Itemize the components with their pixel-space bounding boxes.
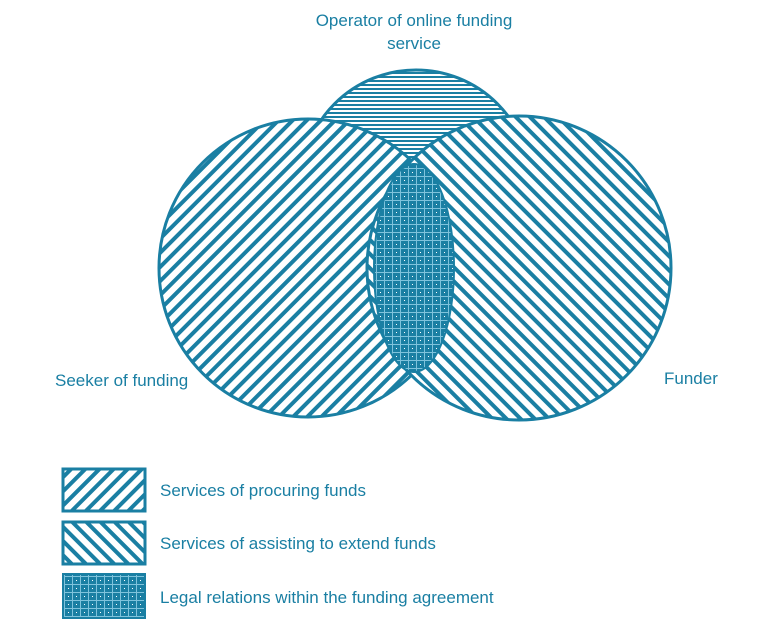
funder-label: Funder <box>664 369 718 388</box>
legend-label-procuring: Services of procuring funds <box>160 481 366 500</box>
legend-label-assisting: Services of assisting to extend funds <box>160 534 436 553</box>
legend-label-legal: Legal relations within the funding agree… <box>160 588 494 607</box>
legal-relations-lens <box>373 163 455 373</box>
seeker-label: Seeker of funding <box>55 371 188 390</box>
legend-swatch-assisting <box>61 520 147 566</box>
legend-swatch-procuring <box>61 467 147 513</box>
funder-circle <box>365 114 673 422</box>
legend-swatch-legal <box>62 573 146 619</box>
operator-label-line2: service <box>387 34 441 53</box>
operator-label: Operator of online funding <box>316 11 513 30</box>
legend: Services of procuring funds Services of … <box>61 467 494 619</box>
